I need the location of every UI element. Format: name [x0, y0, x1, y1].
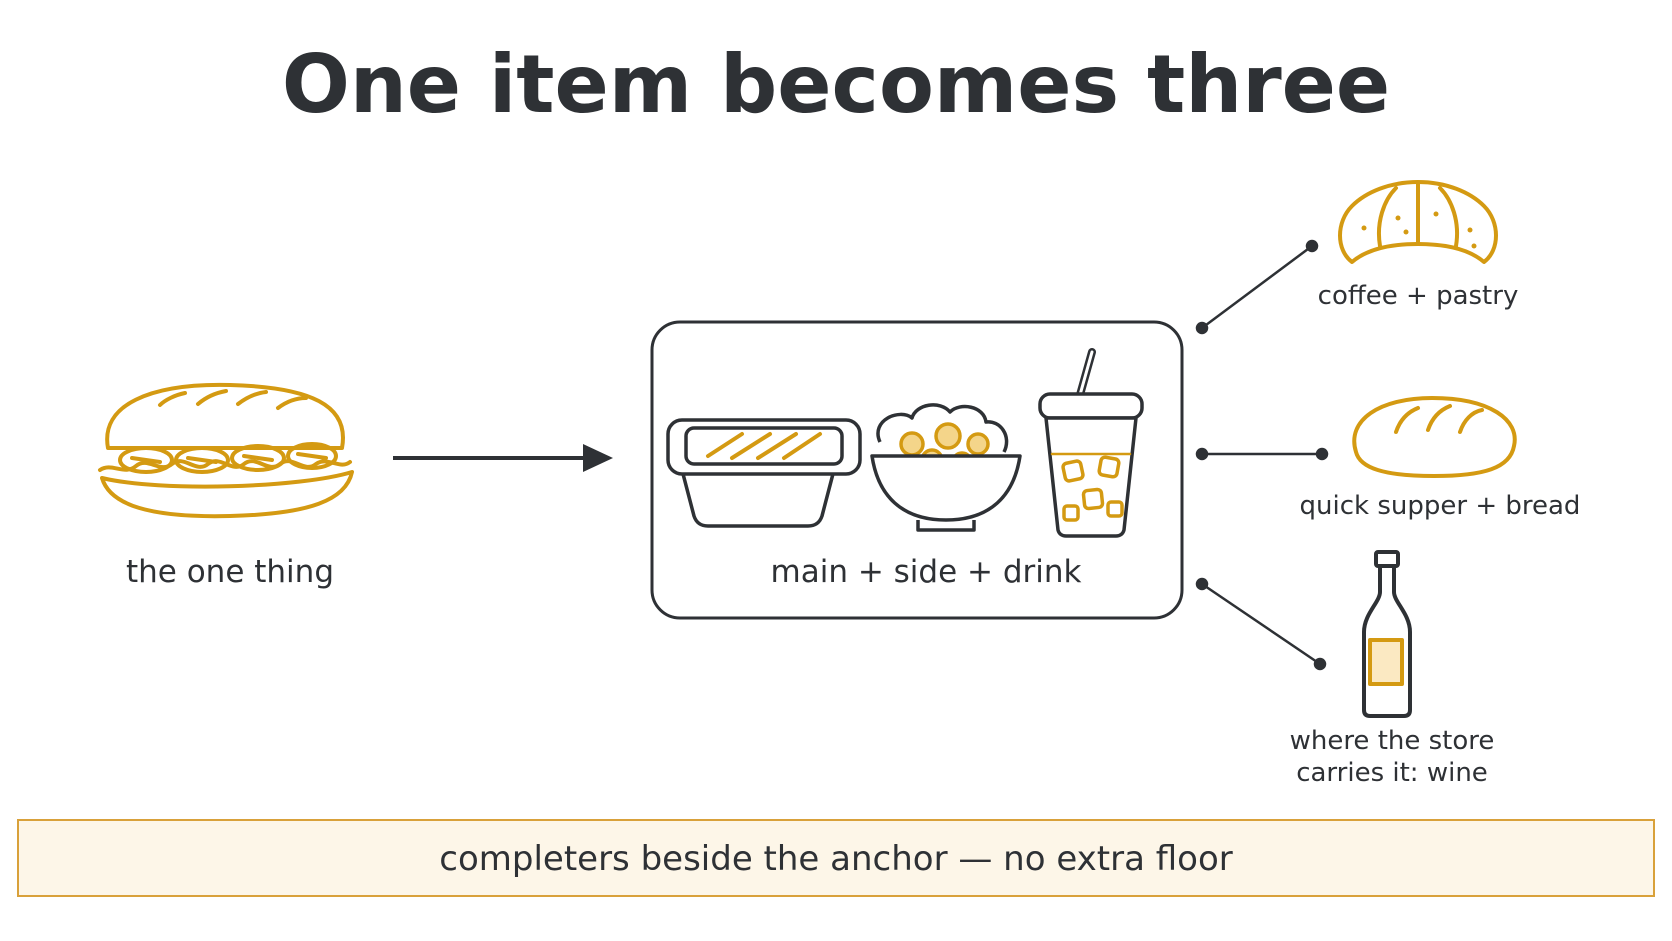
wine-bottle-icon	[1362, 550, 1412, 718]
pairing-label-wine-line1: where the store	[1290, 726, 1495, 756]
sandwich-icon	[98, 382, 354, 519]
footer-text: completers beside the anchor — no extra …	[439, 839, 1232, 879]
page-title: One item becomes three	[282, 38, 1390, 131]
croissant-icon	[1338, 180, 1498, 264]
arrow-to-combo	[393, 444, 613, 472]
bread-loaf-icon	[1352, 396, 1517, 478]
pairing-label-coffee: coffee + pastry	[1318, 281, 1519, 311]
salad-bowl-icon	[870, 403, 1022, 532]
connector-lines	[1195, 239, 1329, 671]
combo-label: main + side + drink	[771, 554, 1082, 590]
iced-drink-icon	[1038, 348, 1144, 538]
pairing-label-supper: quick supper + bread	[1300, 491, 1581, 521]
anchor-label: the one thing	[126, 554, 334, 590]
meal-tray-icon	[666, 418, 862, 528]
pairing-label-wine-line2: carries it: wine	[1296, 758, 1488, 788]
footer-banner	[17, 819, 1655, 897]
